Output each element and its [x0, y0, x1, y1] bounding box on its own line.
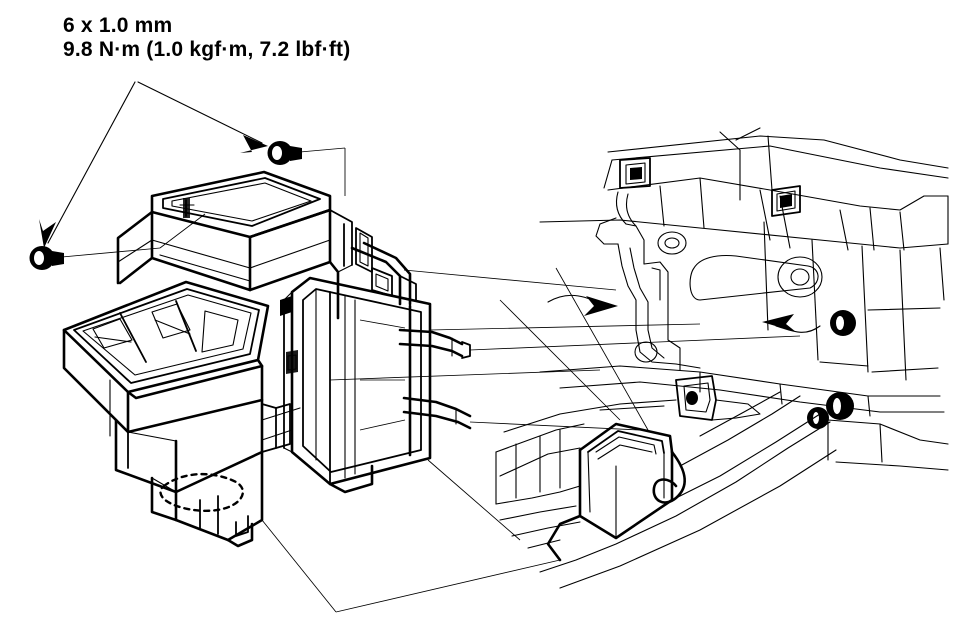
mounting-hole-panel	[777, 256, 823, 298]
alignment-leader-lines	[261, 267, 801, 613]
heater-unit	[62, 170, 472, 548]
arrow-firewall-left	[762, 314, 796, 332]
bolt-size-label: 6 x 1.0 mm	[63, 14, 173, 37]
panel-hanger-bracket	[595, 191, 701, 371]
mounting-hole-small	[634, 341, 658, 363]
blower-housing	[116, 170, 373, 320]
vent-grille	[62, 280, 270, 400]
mounting-stud-b	[826, 392, 854, 420]
heater-case-body	[62, 328, 301, 548]
upper-mounting-bolt	[267, 141, 302, 165]
panel-lower-bracket	[599, 375, 761, 421]
lower-bolt-leader	[61, 247, 161, 258]
drain-outline	[159, 472, 245, 512]
lower-bolt-leader-2	[159, 213, 206, 249]
heater-core-pipes	[350, 241, 472, 430]
callout-leader-arrowheads	[39, 135, 268, 248]
lower-mounting-bolt	[29, 246, 64, 270]
arrow-firewall-right	[584, 296, 618, 316]
torque-value-label: 9.8 N·m (1.0 kgf·m, 7.2 lbf·ft)	[63, 37, 351, 61]
torque-callout: 6 x 1.0 mm 9.8 N·m (1.0 kgf·m, 7.2 lbf·f…	[63, 14, 350, 62]
heater-core	[280, 276, 432, 494]
install-arrows	[547, 294, 821, 333]
mounting-bracket-upper	[619, 157, 651, 189]
mounting-stud-c	[807, 407, 829, 429]
callout-leader-lines	[47, 81, 263, 244]
mounting-bracket-lower	[771, 185, 801, 217]
upper-bolt-leader	[299, 147, 346, 153]
firewall-panel	[539, 127, 949, 471]
case-upper-clip	[371, 267, 393, 297]
mounting-stud-a	[830, 310, 856, 336]
floor-duct	[495, 391, 837, 589]
